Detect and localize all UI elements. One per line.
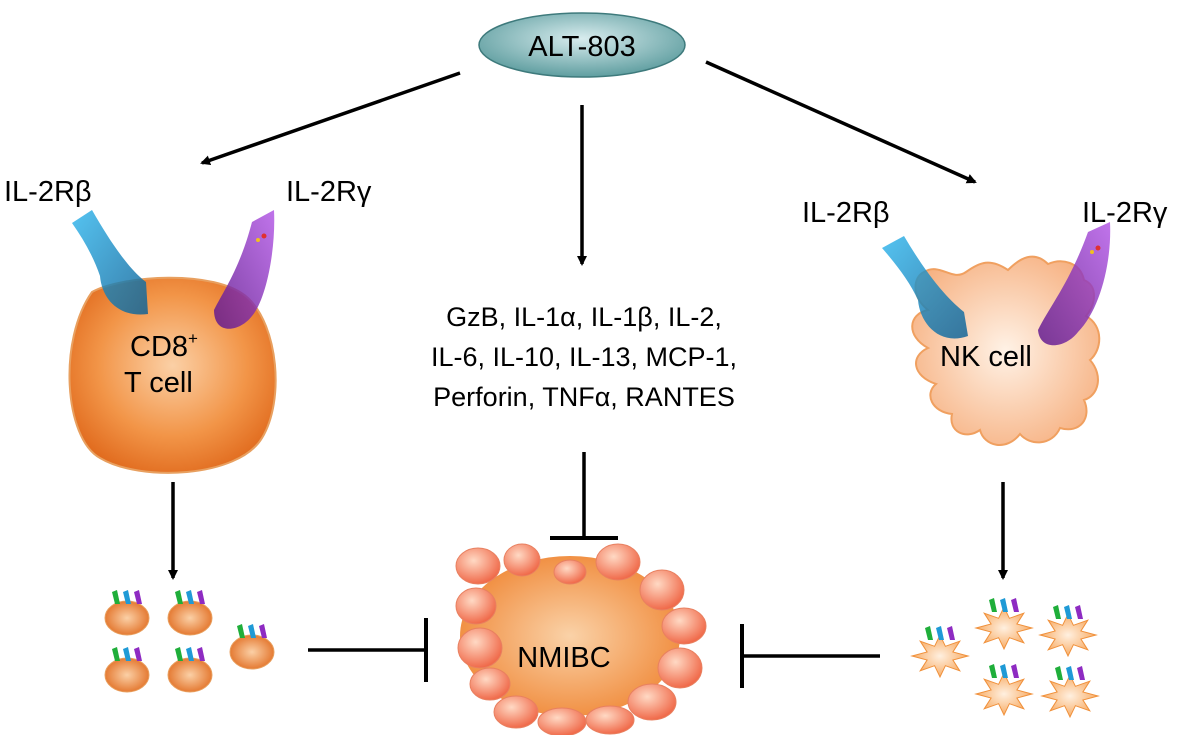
tumor-nmibc: NMIBC bbox=[455, 543, 707, 737]
tumor-bubble bbox=[503, 543, 541, 577]
t-cell-il2rg-label: IL-2Rγ bbox=[286, 176, 372, 208]
tumor-label: NMIBC bbox=[517, 642, 610, 674]
inhibition-nk-cells-to-tumor bbox=[740, 624, 880, 688]
small-receptor-icon bbox=[1075, 605, 1083, 619]
small-receptor-icon bbox=[1077, 666, 1085, 680]
t-cell-il2rb-receptor bbox=[72, 210, 148, 315]
t-cell-label-cd8: CD8+ bbox=[130, 329, 198, 363]
small-t-cell bbox=[104, 647, 150, 693]
cytokine-list: GzB, IL-1α, IL-1β, IL-2, IL-6, IL-10, IL… bbox=[431, 302, 737, 412]
t-cell-il2rb-label: IL-2Rβ bbox=[4, 176, 92, 208]
tumor-bubble bbox=[639, 569, 685, 611]
tumor-bubble bbox=[595, 543, 641, 581]
tumor-bubble bbox=[661, 607, 707, 645]
tumor-bubble bbox=[455, 587, 497, 625]
small-receptor-icon bbox=[989, 598, 997, 612]
tumor-bubble bbox=[553, 559, 587, 585]
cytokine-line-2: IL-6, IL-10, IL-13, MCP-1, bbox=[431, 342, 737, 372]
small-receptor-icon bbox=[1000, 598, 1008, 612]
small-t-cell bbox=[104, 590, 150, 636]
tumor-bubble bbox=[585, 705, 635, 735]
nk-cell-il2rb-label: IL-2Rβ bbox=[802, 197, 890, 229]
small-receptor-icon bbox=[1011, 664, 1019, 678]
t-cell-il2rg-receptor bbox=[214, 210, 275, 329]
cytokine-line-1: GzB, IL-1α, IL-1β, IL-2, bbox=[446, 302, 722, 332]
inhibition-t-cells-to-tumor bbox=[308, 618, 428, 682]
small-receptor-icon bbox=[197, 590, 205, 604]
tumor-bubble bbox=[657, 647, 703, 689]
expanded-nk-cells bbox=[910, 598, 1100, 719]
small-receptor-icon bbox=[237, 624, 245, 638]
alt-803-node: ALT-803 bbox=[478, 12, 686, 78]
small-receptor-icon bbox=[186, 647, 194, 661]
small-receptor-icon bbox=[248, 624, 256, 638]
small-receptor-icon bbox=[197, 647, 205, 661]
t-cell-label-line2: T cell bbox=[124, 367, 193, 399]
cytokine-line-3: Perforin, TNFα, RANTES bbox=[433, 382, 735, 412]
small-receptor-icon bbox=[123, 647, 131, 661]
small-nk-cell bbox=[974, 664, 1034, 717]
small-receptor-icon bbox=[112, 647, 120, 661]
tumor-bubbles bbox=[455, 543, 707, 737]
small-receptor-icon bbox=[1055, 666, 1063, 680]
small-t-cell bbox=[229, 624, 275, 670]
small-nk-cell bbox=[1040, 666, 1100, 719]
small-receptor-icon bbox=[947, 626, 955, 640]
small-receptor-icon bbox=[1011, 598, 1019, 612]
nk-cell-il2rg-label: IL-2Rγ bbox=[1082, 197, 1168, 229]
nk-cell-label: NK cell bbox=[940, 341, 1032, 373]
tumor-bubble bbox=[627, 683, 677, 721]
small-receptor-icon bbox=[175, 647, 183, 661]
alt-803-label: ALT-803 bbox=[528, 31, 635, 63]
small-receptor-icon bbox=[1066, 666, 1074, 680]
expanded-t-cells bbox=[104, 590, 275, 693]
small-receptor-icon bbox=[1000, 664, 1008, 678]
small-receptor-icon bbox=[989, 664, 997, 678]
small-receptor-icon bbox=[925, 626, 933, 640]
small-receptor-icon bbox=[123, 590, 131, 604]
small-nk-cell bbox=[1038, 605, 1098, 658]
tumor-bubble bbox=[493, 695, 539, 729]
small-receptor-icon bbox=[175, 590, 183, 604]
small-receptor-icon bbox=[134, 647, 142, 661]
nk-cell bbox=[911, 255, 1101, 446]
small-receptor-icon bbox=[186, 590, 194, 604]
small-receptor-icon bbox=[936, 626, 944, 640]
inhibition-cytokines-to-tumor bbox=[550, 452, 618, 540]
tumor-bubble bbox=[537, 707, 587, 737]
small-receptor-icon bbox=[134, 590, 142, 604]
small-nk-cell bbox=[910, 626, 970, 679]
small-receptor-icon bbox=[1064, 605, 1072, 619]
nk-cell-il2rb-receptor bbox=[882, 236, 968, 339]
small-nk-cell bbox=[974, 598, 1034, 651]
small-t-cell bbox=[167, 590, 213, 636]
small-t-cell bbox=[167, 647, 213, 693]
arrow-to-t-cell bbox=[200, 71, 461, 166]
tumor-bubble bbox=[469, 667, 511, 701]
arrow-to-nk-cell bbox=[705, 60, 977, 184]
tumor-bubble bbox=[457, 627, 503, 669]
tumor-bubble bbox=[455, 547, 501, 585]
small-receptor-icon bbox=[1053, 605, 1061, 619]
small-receptor-icon bbox=[259, 624, 267, 638]
nk-cell-il2rg-receptor bbox=[1038, 222, 1111, 346]
small-receptor-icon bbox=[112, 590, 120, 604]
